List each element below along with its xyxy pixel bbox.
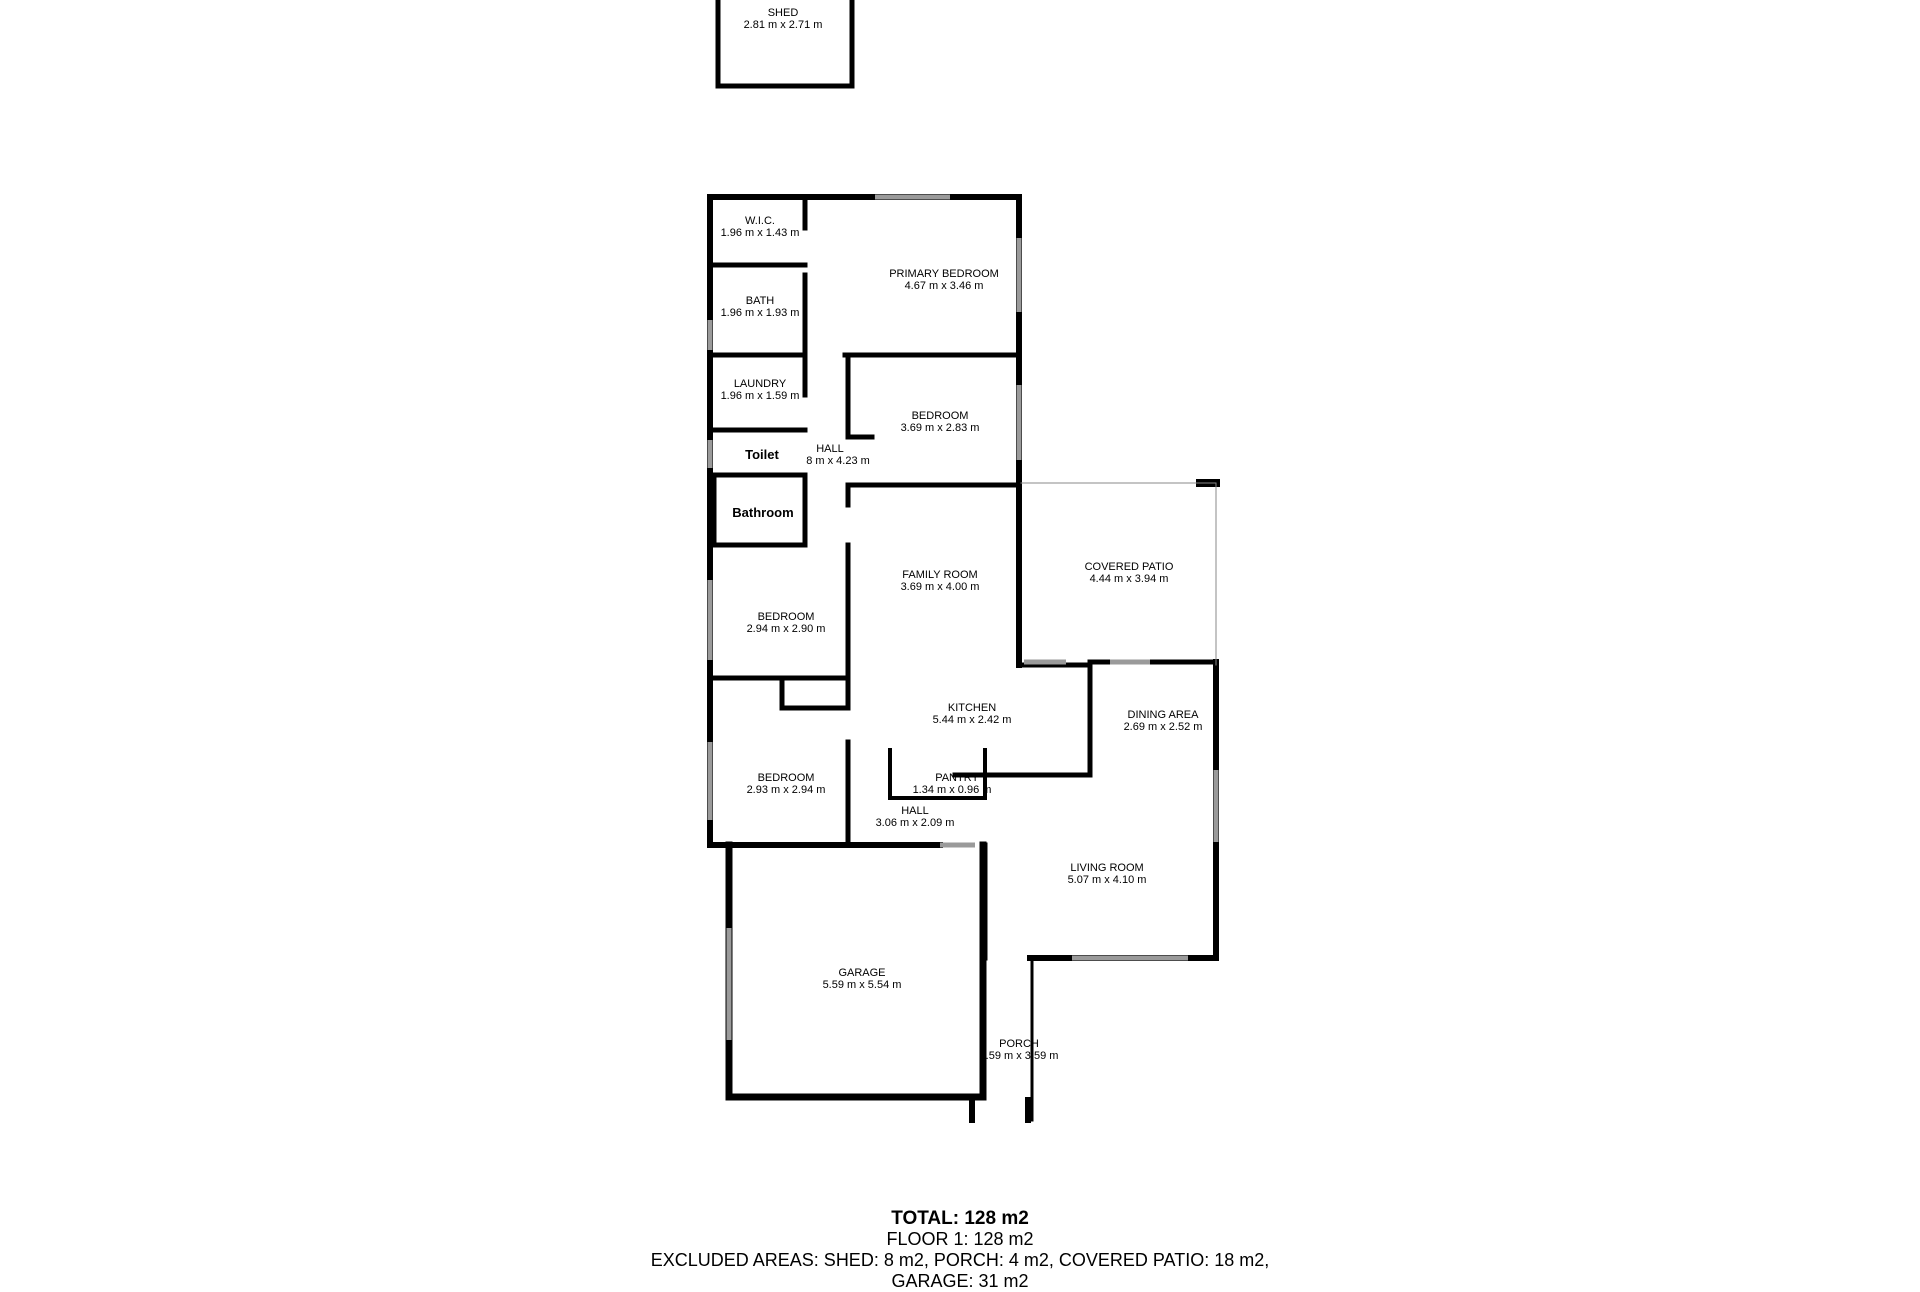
patio-outline: [1020, 482, 1217, 666]
room-bath-size: 1.96 m x 1.93 m: [721, 307, 800, 319]
room-wic-size: 1.96 m x 1.43 m: [721, 227, 800, 239]
room-living-room-size: 5.07 m x 4.10 m: [1068, 874, 1147, 886]
room-hall-1-size: 8 m x 4.23 m: [806, 455, 870, 467]
room-wic-name: W.I.C.: [745, 215, 775, 227]
room-shed-size: 2.81 m x 2.71 m: [744, 19, 823, 31]
room-primary-bedroom-size: 4.67 m x 3.46 m: [905, 280, 984, 292]
room-hall-2-size: 3.06 m x 2.09 m: [876, 817, 955, 829]
room-bedroom-1-name: BEDROOM: [912, 410, 969, 422]
room-bedroom-2-name: BEDROOM: [758, 611, 815, 623]
room-bath-name: BATH: [746, 295, 775, 307]
room-family-room-size: 3.69 m x 4.00 m: [901, 581, 980, 593]
walls: [707, 0, 1220, 1123]
room-toilet-name: Toilet: [745, 447, 779, 462]
room-covered-patio-name: COVERED PATIO: [1085, 561, 1174, 573]
room-bedroom-1-size: 3.69 m x 2.83 m: [901, 422, 980, 434]
closet-wall: [779, 675, 851, 711]
room-hall-1-name: HALL: [816, 443, 844, 455]
total-area: TOTAL: 128 m2: [891, 1208, 1029, 1229]
room-laundry-name: LAUNDRY: [734, 378, 787, 390]
room-primary-bedroom-name: PRIMARY BEDROOM: [889, 268, 999, 280]
floor-area: FLOOR 1: 128 m2: [886, 1229, 1034, 1249]
room-garage-size: 5.59 m x 5.54 m: [823, 979, 902, 991]
room-kitchen-name: KITCHEN: [948, 702, 996, 714]
room-laundry-size: 1.96 m x 1.59 m: [721, 390, 800, 402]
room-bedroom-3-size: 2.93 m x 2.94 m: [747, 784, 826, 796]
room-bathroom-name: Bathroom: [732, 505, 793, 520]
room-dining-area-name: DINING AREA: [1128, 709, 1200, 721]
excluded-areas: EXCLUDED AREAS: SHED: 8 m2, PORCH: 4 m2,…: [650, 1250, 1270, 1270]
room-bedroom-2-size: 2.94 m x 2.90 m: [747, 623, 826, 635]
room-covered-patio-size: 4.44 m x 3.94 m: [1090, 573, 1169, 585]
room-pantry-size: 1.34 m x 0.96 m: [913, 784, 992, 796]
room-living-room-name: LIVING ROOM: [1070, 862, 1143, 874]
area-summary: TOTAL: 128 m2 FLOOR 1: 128 m2 EXCLUDED A…: [0, 1208, 1920, 1292]
bedroom-west-wall: [845, 352, 875, 440]
room-dining-area-size: 2.69 m x 2.52 m: [1124, 721, 1203, 733]
excluded-areas-continued: GARAGE: 31 m2: [891, 1271, 1029, 1291]
room-kitchen-size: 5.44 m x 2.42 m: [933, 714, 1012, 726]
room-shed-name: SHED: [768, 7, 799, 19]
room-porch-size: 1.59 m x 3.59 m: [980, 1050, 1059, 1062]
pantry-walls: [888, 748, 987, 800]
room-porch-name: PORCH: [999, 1038, 1039, 1050]
room-labels: SHED 2.81 m x 2.71 m W.I.C. 1.96 m x 1.4…: [721, 7, 1203, 1062]
bathroom-walls: [711, 472, 808, 548]
room-garage-name: GARAGE: [838, 967, 885, 979]
shed-walls: [715, 0, 855, 89]
windows: [707, 194, 1219, 1040]
room-family-room-name: FAMILY ROOM: [902, 569, 977, 581]
room-pantry-name: PANTRY: [935, 772, 979, 784]
room-hall-2-name: HALL: [901, 805, 929, 817]
room-bedroom-3-name: BEDROOM: [758, 772, 815, 784]
